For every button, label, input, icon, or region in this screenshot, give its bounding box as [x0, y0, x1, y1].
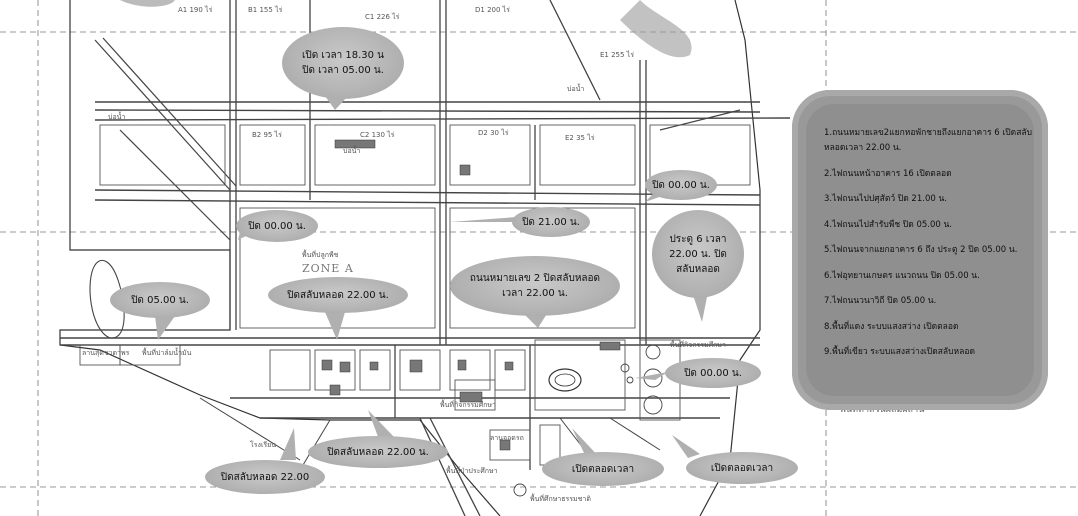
callout-text: ปิดสลับหลอด 22.00 น. [327, 446, 429, 458]
callout-bubble: เปิดตลอดเวลา [686, 452, 798, 484]
callout-text: ถนนหมายเลข 2 ปิดสลับหลอด [469, 273, 601, 284]
callout-bubble: ปิด 00.00 น. [645, 170, 717, 200]
callout-bubble: ปิดสลับหลอด 22.00 น. [308, 436, 448, 468]
callout-text: เปิด เวลา 18.30 น [301, 50, 385, 61]
callout-bubble: ปิดสลับหลอด 22.00 [205, 460, 325, 494]
callout-text: ปิด 00.00 น. [248, 220, 306, 232]
map-label: พื้นที่ปาล์มน้ำมัน [142, 349, 192, 357]
map-label: C2 130 ไร่ [360, 131, 395, 139]
callout-bubble: ปิด 00.00 น. [665, 358, 761, 388]
callout-text: ปิด เวลา 05.00 น. [302, 65, 384, 76]
legend-item: 8.พื้นที่แดง ระบบแสงสว่าง เปิดตลอด [824, 321, 959, 332]
callout-text: เปิดตลอดเวลา [710, 462, 774, 474]
map-label: E1 255 ไร่ [600, 51, 634, 59]
legend-item: 1.ถนนหมายเลข2แยกหอพักชายถึงแยกอาคาร 6 เป… [824, 128, 1032, 153]
legend-item: 9.พื้นที่เขียว ระบบแสงสว่างเปิดสลับหลอด [824, 347, 975, 357]
callout-text: เวลา 22.00 น. [502, 288, 568, 299]
map-label: บ่อน้ำ [343, 147, 361, 155]
callout-bubble: ถนนหมายเลข 2 ปิดสลับหลอด เวลา 22.00 น. [450, 256, 620, 316]
legend-item: 4.ไฟถนนไปสำรับพืช ปิด 05.00 น. [824, 219, 953, 230]
legend-item: 6.ไฟอุทยานเกษตร แนวถนน ปิด 05.00 น. [824, 270, 980, 281]
callout-bubble: ปิดสลับหลอด 22.00 น. [268, 277, 408, 313]
map-label: E2 35 ไร่ [565, 134, 595, 142]
legend-item: 3.ไฟถนนไปปศุสัตว์ ปิด 21.00 น. [824, 194, 947, 204]
map-label: พื้นที่ป่าประศึกษา [446, 467, 498, 475]
callout-text: เปิดตลอดเวลา [571, 463, 635, 475]
map-label: C1 226 ไร่ [365, 13, 400, 21]
legend-list: 1.ถนนหมายเลข2แยกหอพักชายถึงแยกอาคาร 6 เป… [824, 126, 1039, 371]
map-label: B1 155 ไร่ [248, 6, 283, 14]
map-label: บ่อน้ำ [108, 113, 126, 121]
map-label: บ่อน้ำ [567, 85, 585, 93]
legend-item: 5.ไฟถนนจากแยกอาคาร 6 ถึง ประตู 2 ปิด 05.… [824, 245, 1018, 255]
legend-panel: 1.ถนนหมายเลข2แยกหอพักชายถึงแยกอาคาร 6 เป… [792, 90, 1048, 410]
map-label: พื้นที่กิจกรรมศึกษา [670, 341, 726, 349]
map-label: ลานจอดรถ [490, 434, 524, 442]
map-label: พื้นที่ศึกษาธรรมชาติ [530, 495, 591, 503]
map-label: D2 30 ไร่ [478, 129, 509, 137]
callout-text: 22.00 น. ปิด [669, 248, 727, 260]
callout-bubble: เปิด เวลา 18.30 น ปิด เวลา 05.00 น. [282, 27, 404, 99]
callout-bubble: ประตู 6 เวลา 22.00 น. ปิด สลับหลอด [652, 210, 744, 298]
map-label: A1 190 ไร่ [178, 6, 213, 14]
callout-bubble: ปิด 21.00 น. [512, 207, 590, 237]
zone-title: ZONE A [302, 262, 354, 275]
map-label: โรงเรียน [250, 441, 276, 449]
callout-text: ประตู 6 เวลา [669, 233, 727, 245]
callout-text: สลับหลอด [676, 263, 720, 275]
callout-text: ปิด 05.00 น. [131, 294, 189, 306]
legend-item: 2.ไฟถนนหน้าอาคาร 16 เปิดตลอด [824, 168, 952, 179]
legend-inner [806, 104, 1034, 396]
legend-item: 7.ไฟถนนวนาวิถี ปิด 05.00 น. [824, 296, 937, 306]
map-label: D1 200 ไร่ [475, 6, 510, 14]
map-label: ลานสุดชาดาพร [82, 349, 130, 357]
callout-bubble: ปิด 05.00 น. [110, 282, 210, 318]
map-label: พื้นที่ทำสวนผสมผสาน [840, 405, 925, 415]
map-label: พื้นที่ปลูกพืช [302, 251, 339, 259]
callout-text: ปิดสลับหลอด 22.00 [220, 471, 310, 483]
callout-bubble: ปิด 00.00 น. [236, 210, 318, 242]
callout-text: ปิด 00.00 น. [684, 367, 742, 379]
map-label: พื้นที่กิจกรรมศึกษา [440, 401, 496, 409]
callout-text: ปิด 21.00 น. [522, 216, 580, 228]
callout-bubble: เปิดตลอดเวลา [542, 452, 664, 486]
callout-text: ปิดสลับหลอด 22.00 น. [287, 289, 389, 301]
callout-text: ปิด 00.00 น. [652, 179, 710, 191]
map-label: B2 95 ไร่ [252, 131, 282, 139]
